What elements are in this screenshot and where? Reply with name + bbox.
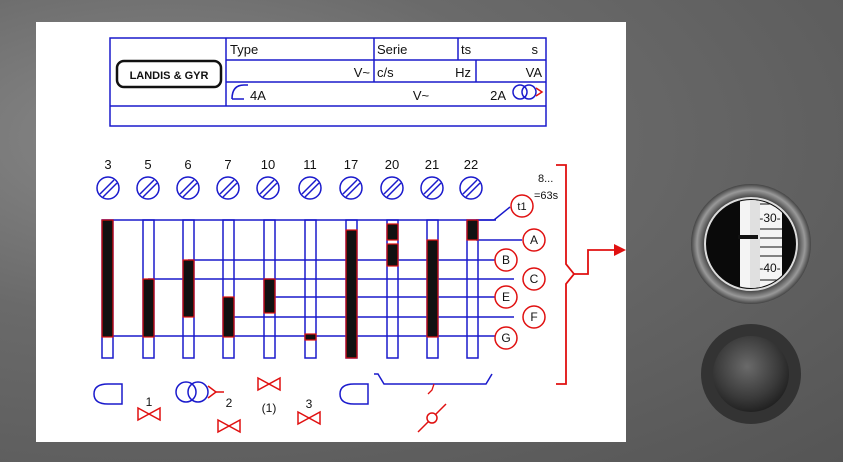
bottom-label-2: 2	[226, 396, 233, 410]
serie-label: Serie	[377, 42, 407, 57]
label-e: E	[502, 290, 510, 304]
reset-knob[interactable]	[713, 336, 789, 412]
terminal-17: 17	[344, 157, 358, 172]
screw-icon	[176, 176, 200, 200]
motor-icon	[512, 84, 544, 100]
screw-icon	[136, 176, 160, 200]
motor-symbol-icon	[175, 381, 224, 403]
coil-symbol-icon	[339, 383, 369, 405]
screw-icon	[420, 176, 444, 200]
time-range-bottom: =63s	[534, 190, 559, 202]
label-g: G	[501, 331, 510, 345]
range-bracket	[556, 164, 576, 385]
bottom-label-1: 1	[146, 395, 153, 409]
output-arrow-line	[574, 249, 616, 275]
screw-icon	[380, 176, 404, 200]
bottom-label-3: 3	[306, 397, 313, 411]
ts-label: ts	[461, 42, 472, 57]
s-label: s	[532, 42, 539, 57]
circle-c	[522, 267, 546, 291]
bottom-labels: 1 2 (1) 3	[146, 395, 313, 415]
cam-contacts	[101, 219, 479, 359]
bottom-label-paren1: (1)	[262, 401, 277, 415]
terminal-3: 3	[104, 157, 111, 172]
valve-icon	[297, 410, 321, 426]
circle-t1	[510, 194, 534, 218]
dial-mark-40: -40-	[759, 261, 780, 275]
terminal-10: 10	[261, 157, 275, 172]
contact-circles	[494, 194, 546, 350]
terminal-20: 20	[385, 157, 399, 172]
cam-rails	[101, 219, 479, 359]
screw-icon	[216, 176, 240, 200]
coil-icon	[231, 84, 248, 100]
time-range-top: 8...	[538, 173, 553, 185]
cam-horizontal-lines	[102, 206, 522, 337]
header-table	[109, 37, 547, 127]
valve-icon	[217, 418, 241, 434]
brand-box	[115, 59, 223, 89]
device-controls: -30- -40-	[691, 184, 811, 424]
type-label: Type	[230, 42, 258, 57]
screw-icon	[96, 176, 120, 200]
terminal-labels: 3 5 6 7 10 11 17 20 21 22	[104, 157, 478, 172]
voltage-label: V~	[413, 88, 430, 103]
current-b-label: 2A	[490, 88, 506, 103]
brand-label: LANDIS & GYR	[130, 70, 209, 82]
label-b: B	[502, 253, 510, 267]
circle-f	[522, 305, 546, 329]
screw-terminals	[96, 176, 483, 200]
terminal-22: 22	[464, 157, 478, 172]
terminal-11: 11	[303, 157, 317, 172]
va-label: VA	[526, 65, 543, 80]
brace-line	[374, 373, 493, 385]
valve-icon	[257, 376, 281, 392]
screw-icon	[298, 176, 322, 200]
wiring-diagram-plate: LANDIS & GYR Type Serie ts s V~ c/s Hz V…	[36, 22, 626, 442]
terminal-6: 6	[184, 157, 191, 172]
dial-mark-30: -30-	[759, 211, 780, 225]
brace-tip	[427, 383, 435, 395]
label-t1: t1	[517, 201, 526, 213]
screw-icon	[256, 176, 280, 200]
circle-labels: t1 A B C E F G	[501, 201, 538, 345]
diagram-svg: LANDIS & GYR Type Serie ts s V~ c/s Hz V…	[93, 37, 626, 434]
current-a-label: 4A	[250, 88, 266, 103]
hz-label: Hz	[455, 65, 471, 80]
circle-e	[494, 285, 518, 309]
label-f: F	[530, 310, 537, 324]
valve-icon	[137, 406, 161, 422]
label-a: A	[530, 233, 538, 247]
terminal-21: 21	[425, 157, 439, 172]
terminal-5: 5	[144, 157, 151, 172]
v-label: V~	[354, 65, 371, 80]
circle-g	[494, 326, 518, 350]
coil-symbol-icon	[93, 383, 123, 405]
screw-icon	[459, 176, 483, 200]
dial-scale[interactable]: -30- -40-	[738, 196, 782, 292]
switch-icon	[417, 403, 447, 433]
circle-b	[494, 248, 518, 272]
screw-icon	[339, 176, 363, 200]
circle-a	[522, 228, 546, 252]
cs-label: c/s	[377, 65, 394, 80]
arrow-right-icon	[614, 244, 626, 256]
terminal-7: 7	[224, 157, 231, 172]
label-c: C	[530, 272, 539, 286]
